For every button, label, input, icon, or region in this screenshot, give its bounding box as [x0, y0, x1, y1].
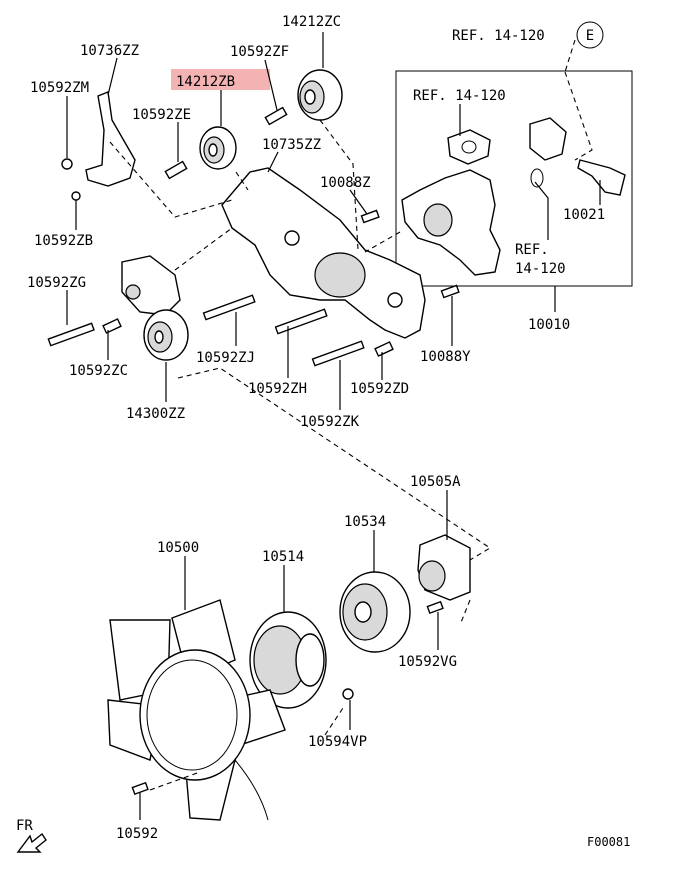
label-ref-line2[interactable]: 14-120	[515, 261, 566, 277]
bolt-10088Y[interactable]	[440, 284, 460, 299]
label-10088Z[interactable]: 10088Z	[320, 175, 371, 191]
idler-pulley-14212ZB[interactable]	[199, 126, 237, 170]
leader-10736ZZ	[107, 57, 118, 96]
bolt-10592ZJ[interactable]	[202, 294, 256, 321]
bracket-boss-2	[387, 292, 403, 308]
circle-e	[576, 21, 604, 49]
dashed-line-5	[177, 367, 492, 561]
highlight-box	[171, 69, 270, 90]
bracket-10736ZZ[interactable]	[85, 91, 136, 187]
label-10592ZB[interactable]: 10592ZB	[34, 233, 93, 249]
bolt-10592ZG[interactable]	[47, 322, 95, 347]
label-10592ZK[interactable]: 10592ZK	[300, 414, 360, 430]
label-10592ZG[interactable]: 10592ZG	[27, 275, 86, 291]
dashed-line-4	[174, 227, 233, 271]
dashed-line-3	[319, 119, 359, 251]
fan-pulley-10534[interactable]	[339, 571, 411, 653]
label-10592ZH[interactable]: 10592ZH	[248, 381, 307, 397]
gasket-ref	[447, 129, 491, 165]
label-10592[interactable]: 10592	[116, 826, 158, 842]
bracket-hole	[314, 252, 366, 298]
label-10594VP[interactable]: 10594VP	[308, 734, 367, 750]
dashed-line-7	[564, 71, 593, 161]
bolt-10592[interactable]	[131, 781, 149, 796]
bolt-10592ZF[interactable]	[264, 106, 288, 126]
bolt-10592ZC[interactable]	[102, 318, 122, 334]
label-ref-14-120-mid[interactable]: REF. 14-120	[413, 88, 506, 104]
dashed-line-8	[364, 231, 401, 253]
label-fr: FR	[16, 818, 33, 834]
label-10735ZZ[interactable]: 10735ZZ	[262, 137, 321, 153]
bolt-10592ZH[interactable]	[274, 308, 328, 335]
label-10592ZF[interactable]: 10592ZF	[230, 44, 289, 60]
diagram-code: F00081	[587, 835, 630, 849]
label-10500[interactable]: 10500	[157, 540, 199, 556]
bolt-10088Z[interactable]	[360, 209, 380, 224]
leader-10088Z	[349, 189, 368, 215]
label-10088Y[interactable]: 10088Y	[420, 349, 471, 365]
fan-clutch-10514[interactable]	[249, 611, 327, 709]
leader-10735ZZ	[267, 151, 279, 173]
dashed-line-1	[109, 141, 233, 218]
label-10021[interactable]: 10021	[563, 207, 605, 223]
housing-ref	[529, 117, 567, 161]
o-ring-ref	[530, 168, 544, 188]
label-14300ZZ[interactable]: 14300ZZ	[126, 406, 185, 422]
bolt-10592ZK[interactable]	[311, 340, 365, 367]
label-10514[interactable]: 10514	[262, 549, 304, 565]
cooling-fan-10500[interactable]	[107, 599, 286, 821]
bolt-10592ZD[interactable]	[374, 341, 394, 357]
dashed-line-6	[564, 39, 576, 73]
label-10592ZJ[interactable]: 10592ZJ	[196, 350, 255, 366]
label-10592ZE[interactable]: 10592ZE	[132, 107, 191, 123]
tensioner-bracket[interactable]	[121, 255, 181, 316]
bolt-10592VG[interactable]	[426, 600, 444, 615]
pipe-10021[interactable]	[577, 159, 626, 196]
bolt-10592ZB[interactable]	[71, 191, 81, 201]
dashed-line-10	[324, 704, 346, 736]
label-10592ZD[interactable]: 10592ZD	[350, 381, 409, 397]
tensioner-pulley-14300ZZ[interactable]	[143, 309, 189, 361]
label-ref-14-120-top[interactable]: REF. 14-120	[452, 28, 545, 44]
bolt-10592ZE[interactable]	[164, 160, 188, 180]
label-10592ZC[interactable]: 10592ZC	[69, 363, 128, 379]
label-10534[interactable]: 10534	[344, 514, 386, 530]
bracket-boss	[284, 230, 300, 246]
dashed-line-2	[235, 171, 249, 191]
label-14212ZB[interactable]: 14212ZB	[176, 74, 235, 90]
label-14212ZC[interactable]: 14212ZC	[282, 14, 341, 30]
water-pump-box	[395, 70, 633, 287]
idler-pulley-14212ZC[interactable]	[297, 69, 343, 121]
dashed-line-11	[459, 599, 471, 626]
label-ref-line1[interactable]: REF.	[515, 242, 549, 258]
coupling-hub	[418, 560, 446, 592]
nut-10594VP[interactable]	[342, 688, 354, 700]
front-arrow-icon	[16, 832, 47, 853]
leader-10592ZF	[264, 59, 278, 111]
label-10736ZZ[interactable]: 10736ZZ	[80, 43, 139, 59]
leader-ref3	[534, 181, 549, 240]
pump-hub	[423, 203, 453, 237]
label-10505A[interactable]: 10505A	[410, 474, 461, 490]
bolt-10592ZM[interactable]	[61, 158, 73, 170]
tensioner-hub	[125, 284, 141, 300]
label-10592VG[interactable]: 10592VG	[398, 654, 457, 670]
circle-e-letter: E	[586, 28, 594, 44]
bracket-10735ZZ[interactable]	[221, 167, 426, 339]
label-10592ZM[interactable]: 10592ZM	[30, 80, 89, 96]
label-10010[interactable]: 10010	[528, 317, 570, 333]
